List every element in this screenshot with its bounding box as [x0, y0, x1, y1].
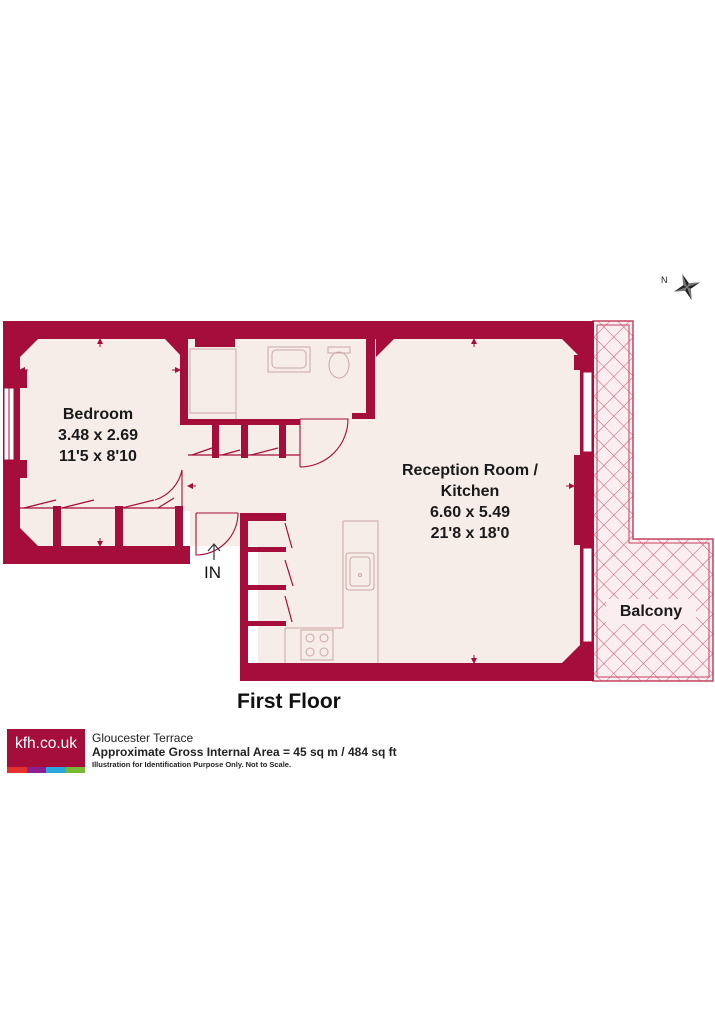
bedroom-metric: 3.48 x 2.69 — [57, 427, 139, 444]
bedroom-imperial: 11'5 x 8'10 — [59, 448, 137, 465]
balcony-name: Balcony — [619, 603, 683, 620]
bathroom-fixtures — [189, 346, 351, 419]
hall-cupboards — [188, 424, 300, 458]
disclaimer: Illustration for Identification Purpose … — [92, 760, 292, 769]
window-reveals — [3, 370, 27, 478]
balcony — [592, 320, 714, 682]
kitchen-cupboards — [248, 522, 294, 626]
gross-area: Approximate Gross Internal Area = 45 sq … — [92, 745, 397, 759]
reception-label: Reception Room / Kitchen 6.60 x 5.49 21'… — [380, 460, 560, 544]
entrance-arrow — [207, 543, 221, 560]
reception-name-2: Kitchen — [440, 483, 500, 500]
bedroom-label: Bedroom 3.48 x 2.69 11'5 x 8'10 — [48, 404, 148, 467]
kfh-logo: kfh.co.uk — [7, 729, 85, 773]
compass-north-label: N — [661, 275, 668, 285]
doors — [154, 418, 349, 556]
entrance-label: IN — [204, 563, 221, 582]
logo-text: kfh.co.uk — [14, 735, 78, 752]
floor-title: First Floor — [237, 690, 341, 713]
reception-imperial: 21'8 x 18'0 — [430, 525, 510, 542]
compass-rose-icon — [673, 273, 701, 301]
bedroom-wardrobes — [20, 497, 183, 546]
logo-color-strip — [7, 767, 85, 773]
kitchen-counter — [284, 520, 379, 663]
balcony-label: Balcony — [606, 599, 696, 624]
bedroom-name: Bedroom — [62, 406, 134, 423]
reception-metric: 6.60 x 5.49 — [429, 504, 511, 521]
property-address: Gloucester Terrace — [92, 731, 194, 745]
dimension-arrows — [19, 338, 575, 664]
property-info: Gloucester Terrace Approximate Gross Int… — [92, 731, 397, 771]
windows — [3, 371, 593, 643]
reception-name-1: Reception Room / — [401, 462, 538, 479]
